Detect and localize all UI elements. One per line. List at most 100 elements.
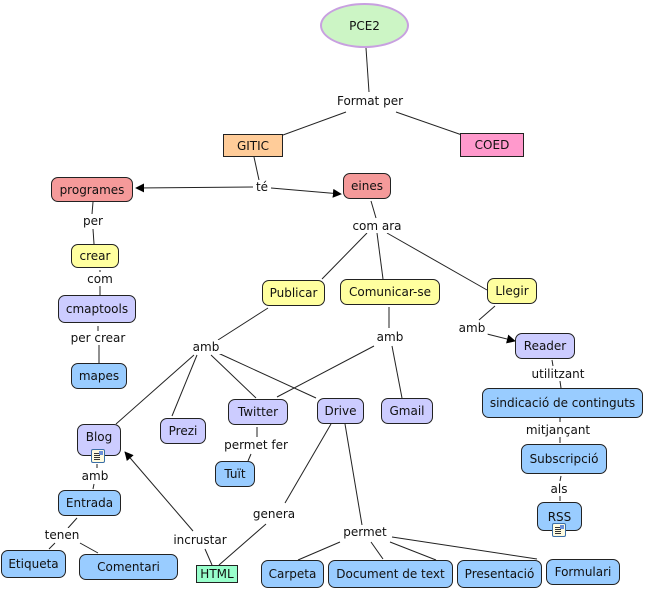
connector	[217, 307, 269, 341]
concept-label: Formulari	[554, 565, 612, 579]
concept-html[interactable]: HTML	[196, 565, 238, 583]
concept-label: eines	[351, 179, 383, 193]
connector	[386, 232, 488, 291]
resource-document-icon[interactable]	[552, 523, 566, 537]
connector	[297, 541, 341, 561]
concept-label: Blog	[85, 430, 113, 444]
link-incrustar[interactable]: incrustar	[171, 533, 229, 547]
concept-label: Llegir	[495, 284, 529, 298]
concept-label: Twitter	[237, 405, 279, 419]
connector	[115, 354, 195, 425]
concept-label: Prezi	[168, 424, 198, 438]
connector	[135, 183, 254, 193]
connector	[92, 483, 95, 490]
connector	[67, 517, 78, 529]
link-utilitzant[interactable]: utilitzant	[529, 367, 587, 381]
connector	[365, 47, 370, 93]
concept-label: Etiqueta	[8, 557, 59, 571]
resource-document-icon[interactable]	[91, 449, 105, 463]
link-mitjancant[interactable]: mitjançant	[523, 423, 593, 437]
concept-subscripcio[interactable]: Subscripció	[521, 444, 607, 474]
concept-rss[interactable]: RSS	[537, 502, 582, 531]
concept-drive[interactable]: Drive	[317, 398, 364, 424]
connector	[344, 423, 363, 526]
concept-label: Entrada	[65, 496, 114, 510]
link-tenen[interactable]: tenen	[42, 528, 82, 542]
concept-formulari[interactable]: Formulari	[546, 559, 620, 585]
connector	[171, 354, 198, 417]
concept-carpeta[interactable]: Carpeta	[261, 560, 324, 588]
concept-label: sindicació de continguts	[489, 396, 636, 410]
connector	[389, 541, 437, 561]
connector	[204, 548, 213, 566]
connector	[91, 201, 94, 215]
concept-label: GITIC	[236, 138, 270, 153]
concept-prezi[interactable]: Prezi	[160, 418, 206, 444]
concept-label: cmaptools	[65, 302, 129, 316]
concept-programes[interactable]: programes	[51, 177, 133, 202]
connector	[124, 451, 194, 532]
concept-cmaptools[interactable]: cmaptools	[58, 295, 136, 323]
connector	[282, 111, 347, 136]
concept-tuit[interactable]: Tuït	[215, 461, 255, 487]
connector	[376, 232, 384, 280]
link-permet[interactable]: permet	[341, 525, 389, 539]
connector	[79, 542, 99, 554]
concept-label: Drive	[324, 404, 357, 418]
connector	[92, 228, 95, 245]
link-amb-blog[interactable]: amb	[79, 469, 111, 483]
concept-label: COED	[474, 138, 510, 152]
concept-label: Carpeta	[268, 567, 317, 581]
link-permet-fer[interactable]: permet fer	[222, 438, 290, 452]
concept-eines[interactable]: eines	[343, 173, 391, 199]
concept-label: Gmail	[389, 404, 425, 418]
concept-blog[interactable]: Blog	[77, 424, 121, 456]
link-per-crear[interactable]: per crear	[68, 331, 128, 345]
link-genera[interactable]: genera	[250, 507, 298, 521]
link-com[interactable]: com	[85, 272, 115, 286]
link-format-per[interactable]: Format per	[334, 94, 406, 108]
connector	[559, 380, 562, 389]
link-amb-publicar[interactable]: amb	[190, 340, 222, 354]
concept-label: crear	[79, 249, 111, 263]
concept-comentari[interactable]: Comentari	[79, 554, 178, 580]
link-com-ara[interactable]: com ara	[350, 219, 404, 233]
concept-label: Publicar	[269, 286, 318, 300]
concept-comunicarse[interactable]: Comunicar-se	[340, 279, 440, 305]
link-te[interactable]: té	[253, 180, 271, 194]
concept-label: Tuït	[224, 467, 246, 481]
concept-label: Comentari	[97, 560, 160, 574]
connector	[370, 200, 377, 219]
concept-label: Comunicar-se	[348, 285, 432, 299]
connector	[48, 542, 56, 550]
concept-gmail[interactable]: Gmail	[381, 398, 433, 424]
connector	[486, 333, 516, 344]
link-als[interactable]: als	[548, 482, 570, 496]
connector	[551, 359, 554, 367]
connector	[276, 345, 375, 398]
connector	[270, 187, 342, 198]
link-per[interactable]: per	[81, 214, 105, 228]
concept-twitter[interactable]: Twitter	[228, 399, 288, 425]
concept-etiqueta[interactable]: Etiqueta	[1, 550, 66, 578]
concept-label: Document de text	[336, 567, 445, 581]
concept-label: PCE2	[349, 18, 380, 33]
concept-mapes[interactable]: mapes	[71, 363, 127, 389]
concept-crear[interactable]: crear	[71, 244, 119, 268]
concept-gitic[interactable]: GITIC	[223, 134, 283, 157]
link-amb-llegir[interactable]: amb	[456, 321, 488, 335]
concept-reader[interactable]: Reader	[515, 333, 575, 359]
concept-document-de-text[interactable]: Document de text	[328, 560, 453, 588]
concept-label: Reader	[523, 339, 567, 353]
concept-label: Subscripció	[529, 452, 599, 466]
concept-sindicacio[interactable]: sindicació de continguts	[482, 388, 643, 418]
concept-presentacio[interactable]: Presentació	[457, 560, 542, 588]
concept-llegir[interactable]: Llegir	[487, 278, 537, 304]
concept-publicar[interactable]: Publicar	[262, 280, 325, 306]
concept-pce2[interactable]: PCE2	[320, 3, 409, 48]
concept-coed[interactable]: COED	[460, 133, 524, 157]
concept-label: mapes	[78, 369, 120, 383]
link-amb-comunicar[interactable]: amb	[374, 330, 406, 344]
concept-entrada[interactable]: Entrada	[58, 490, 121, 516]
concept-label: HTML	[200, 567, 234, 581]
